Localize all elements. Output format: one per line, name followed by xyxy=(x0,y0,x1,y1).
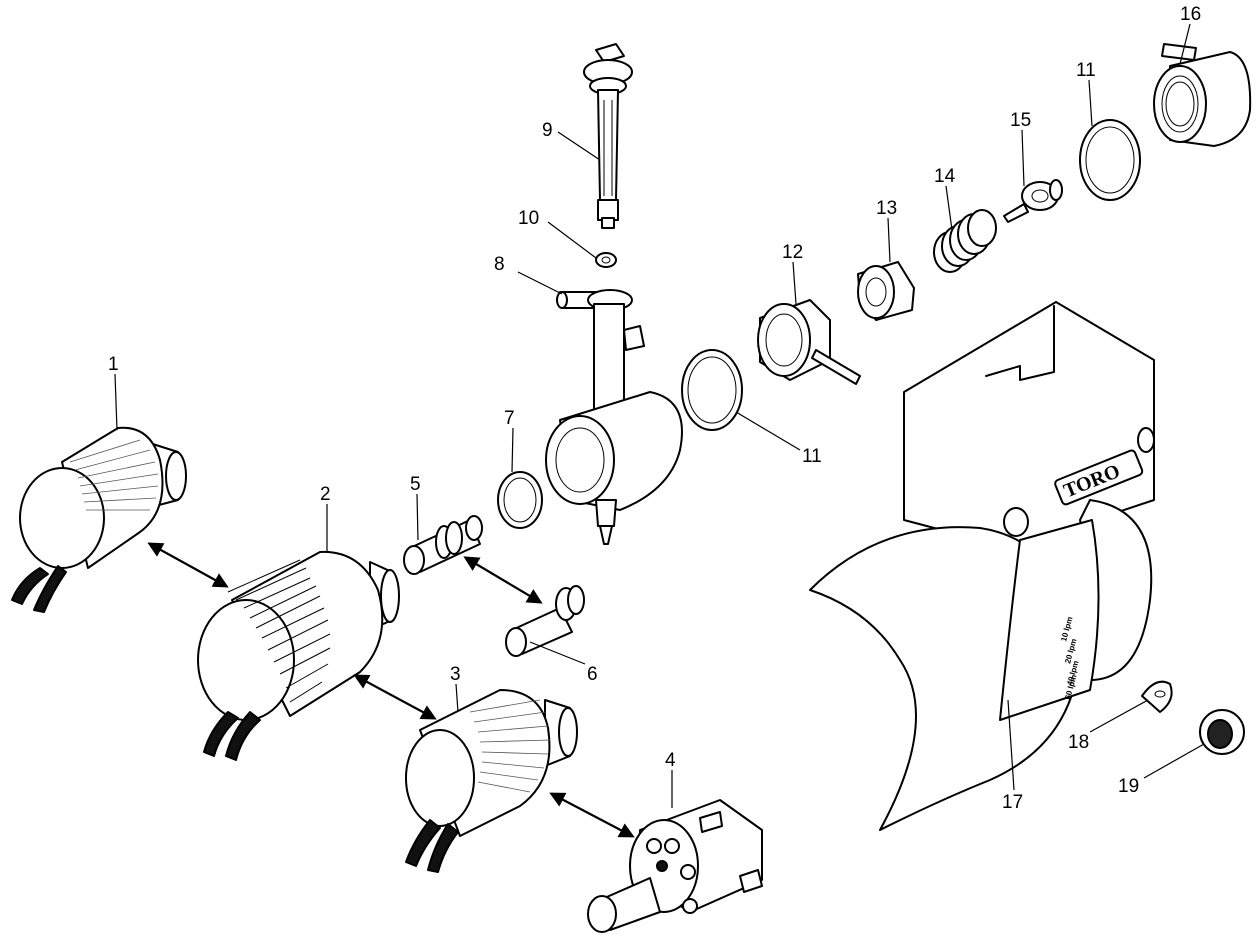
part-6-plunger xyxy=(505,585,585,657)
arrow-1-2 xyxy=(147,542,229,588)
callout-11: 11 xyxy=(802,446,822,467)
callout-13: 13 xyxy=(876,198,897,219)
part-17-valve-body: TORO 10 lpm 20 lpm 40 lpm 60 lpm xyxy=(809,301,1155,831)
callout-1: 1 xyxy=(108,354,119,375)
callout-4: 4 xyxy=(665,750,676,771)
leader-lines xyxy=(114,23,1205,808)
part-18-clip xyxy=(1141,680,1173,713)
part-3-solenoid xyxy=(405,689,578,873)
part-5-plunger xyxy=(403,515,483,575)
callout-17: 17 xyxy=(1002,792,1023,813)
part-9-flow-stem xyxy=(583,43,633,229)
part-15-poppet xyxy=(1003,179,1063,223)
callout-2: 2 xyxy=(320,484,331,505)
callout-18: 18 xyxy=(1068,732,1089,753)
part-16-fitting xyxy=(1153,43,1252,147)
part-2-solenoid xyxy=(197,550,400,761)
arrow-2-3 xyxy=(353,674,437,720)
callout-9: 9 xyxy=(542,120,553,141)
part-1-solenoid xyxy=(11,426,187,613)
callout-11-right: 11 xyxy=(1076,60,1096,81)
interchange-arrows xyxy=(147,542,635,838)
part-11-o-ring xyxy=(681,349,743,431)
callout-15: 15 xyxy=(1010,110,1031,131)
callout-8: 8 xyxy=(494,254,505,275)
part-19-plug xyxy=(1199,709,1245,755)
arrow-3-4 xyxy=(549,792,635,838)
part-8-adapter xyxy=(545,289,683,545)
callout-16: 16 xyxy=(1180,4,1201,25)
part-4-latching-solenoid xyxy=(587,799,763,933)
callout-7: 7 xyxy=(504,408,515,429)
callout-10: 10 xyxy=(518,208,539,229)
part-10-washer xyxy=(595,252,617,268)
part-14-spring xyxy=(933,209,997,273)
part-7-o-ring xyxy=(497,471,543,529)
callout-6: 6 xyxy=(587,664,598,685)
arrow-5-6 xyxy=(463,556,543,604)
callout-3: 3 xyxy=(450,664,461,685)
part-11-o-ring-right xyxy=(1079,119,1141,201)
callout-labels: 1 2 3 4 5 6 7 8 9 10 11 11 12 13 14 15 1… xyxy=(108,4,1201,813)
callout-5: 5 xyxy=(410,474,421,495)
callout-19: 19 xyxy=(1118,776,1139,797)
callout-14: 14 xyxy=(934,166,956,187)
callout-12: 12 xyxy=(782,242,803,263)
part-12-collar xyxy=(757,299,861,385)
part-13-retainer xyxy=(857,261,915,321)
